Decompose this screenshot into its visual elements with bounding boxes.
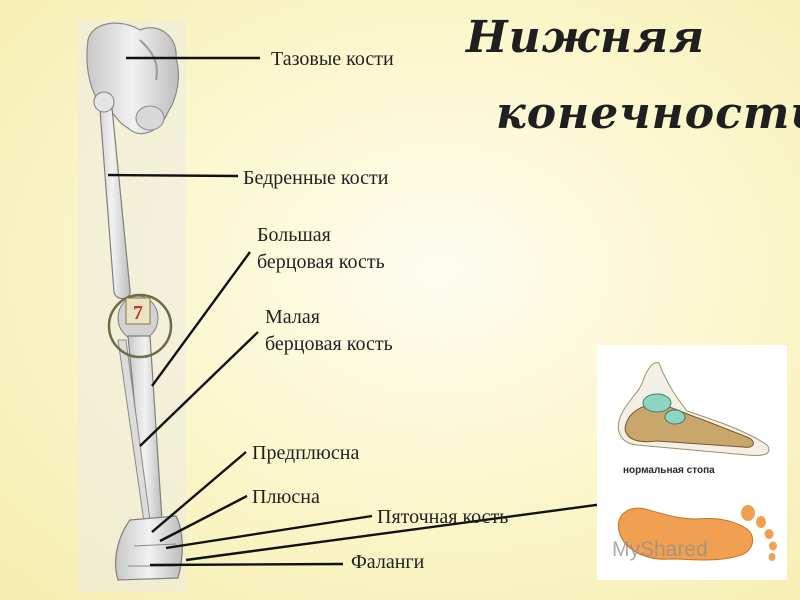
foot-panel-caption: нормальная стопа: [623, 465, 715, 476]
foot-bones-drawing: [624, 404, 754, 448]
label-pelvic-bones: Тазовые кости: [271, 48, 394, 70]
label-fibula: Малая берцовая кость: [265, 304, 393, 358]
tarsal-highlight: [642, 393, 672, 413]
label-tibia-line2: берцовая кость: [257, 251, 385, 273]
knee-badge-ring: [107, 293, 173, 359]
footprint-toe-4: [769, 541, 777, 551]
leader-line-tibia: [151, 251, 251, 387]
label-tibia-line1: Большая: [257, 224, 331, 246]
footprint-toe-1: [741, 505, 755, 521]
footprint-toe-2: [756, 516, 766, 528]
footprint-toe-5: [768, 553, 776, 561]
obturator-foramen: [135, 105, 165, 131]
leader-line-tarsus: [151, 451, 247, 533]
slide-title-line1: Нижняя: [466, 12, 706, 63]
foot-panel: [597, 345, 787, 580]
label-tarsus: Предплюсна: [252, 442, 360, 464]
knee-badge-box: [125, 297, 151, 325]
leader-line-femur: [107, 173, 239, 178]
footprint-shape: [617, 507, 754, 561]
slide-title-line2: конечность: [496, 88, 800, 139]
foot-panel-illustration: [617, 362, 777, 561]
footprint-toe-3: [764, 529, 774, 539]
label-femur: Бедренные кости: [243, 167, 389, 189]
label-fibula-line1: Малая: [265, 306, 320, 328]
label-fibula-line2: берцовая кость: [265, 333, 393, 355]
watermark-myshared: MyShared: [612, 538, 708, 561]
leader-line-metatarsus: [159, 494, 248, 543]
leader-line-phalanges: [149, 562, 344, 567]
leader-line-calcaneus-2: [185, 492, 679, 562]
knee-badge-number: 7: [133, 302, 143, 324]
leader-line-fibula: [139, 331, 259, 447]
label-phalanges: Фаланги: [351, 551, 425, 573]
label-metatarsus: Плюсна: [252, 486, 320, 508]
leader-lines: [107, 56, 679, 567]
leader-line-calcaneus-1: [165, 514, 373, 550]
label-calcaneus: Пяточная кость: [377, 506, 509, 528]
label-tibia: Большая берцовая кость: [257, 222, 385, 276]
